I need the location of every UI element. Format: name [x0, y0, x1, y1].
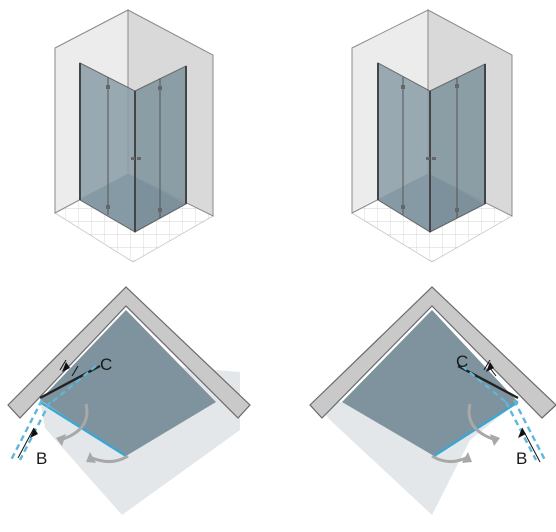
left-dimension-b-label: B — [36, 449, 48, 468]
left-3d-shower-view — [54, 9, 214, 263]
left-plan-view — [7, 286, 251, 515]
left-plan-wall — [7, 286, 251, 419]
right-dimension-b-label: B — [516, 449, 528, 468]
left-hinges — [106, 85, 162, 212]
right-plan-view — [309, 286, 556, 515]
right-3d-shower-view — [351, 9, 513, 263]
right-dimension-c-label: C — [456, 352, 469, 371]
dimension-arrow-icon — [17, 427, 35, 459]
swing-arrow-icon — [91, 454, 129, 463]
right-plan-wall — [309, 286, 556, 419]
dimension-arrow-icon — [62, 362, 70, 372]
right-plan-glass-area — [342, 310, 518, 456]
left-dimension-c-label: C — [100, 355, 113, 374]
left-plan-glass-area — [40, 310, 216, 456]
right-hinges — [401, 84, 459, 212]
swing-arrow-icon — [59, 403, 89, 442]
dimension-arrow-icon — [486, 362, 494, 372]
swing-arrow-icon — [431, 454, 467, 463]
swing-arrow-icon — [467, 403, 497, 442]
